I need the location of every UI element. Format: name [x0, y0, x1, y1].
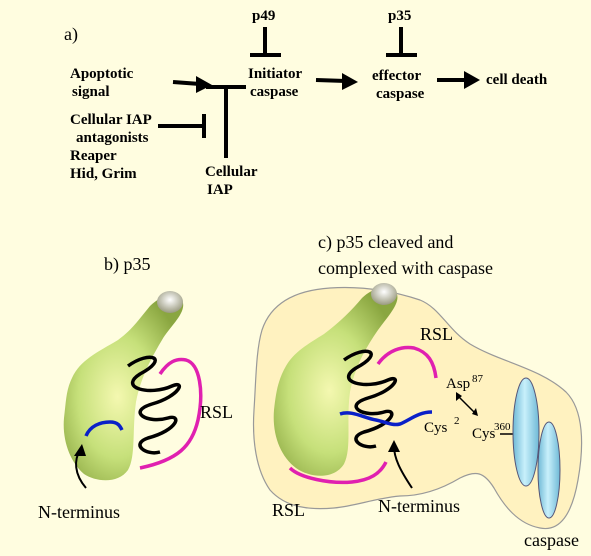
rsl-label-b: RSL: [200, 402, 233, 422]
svg-text:caspase: caspase: [376, 86, 425, 102]
caspase-ellipses: [512, 377, 561, 519]
inhibit-p35: [386, 27, 417, 57]
arrow-signal: [172, 76, 212, 93]
rsl-label-c-bottom: RSL: [272, 500, 305, 520]
rsl-label-c-top: RSL: [420, 324, 453, 344]
arrow-initiator: [315, 73, 358, 90]
coil-b: [126, 355, 181, 455]
n-terminus-label-c: N-terminus: [378, 496, 460, 516]
svg-text:2: 2: [454, 415, 460, 427]
p49-label: p49: [252, 8, 275, 24]
p35-protein-b: [63, 291, 184, 481]
p35-label: p35: [388, 8, 411, 24]
svg-text:complexed with caspase: complexed with caspase: [318, 258, 493, 278]
n-terminus-c: [339, 410, 433, 427]
asp87-label: Asp 87: [446, 373, 484, 392]
svg-text:Cellular IAP: Cellular IAP: [70, 112, 152, 128]
rsl-loop-c-top: [376, 345, 438, 379]
cellular-iap-label: Cellular IAP: [205, 164, 258, 198]
inhibit-p49: [250, 27, 281, 57]
rsl-loop-c-bottom: [288, 461, 388, 485]
effector-caspase-label: effector caspase: [372, 68, 425, 102]
panel-a-label: a): [64, 24, 78, 45]
asp-cys-double-arrow: [456, 392, 478, 416]
coil-c: [342, 349, 397, 449]
svg-text:Apoptotic: Apoptotic: [70, 66, 134, 82]
svg-text:antagonists: antagonists: [76, 130, 149, 146]
svg-text:effector: effector: [372, 68, 421, 84]
svg-text:Initiator: Initiator: [248, 66, 303, 82]
n-terminus-b: [84, 420, 124, 437]
panel-c-title: c) p35 cleaved and complexed with caspas…: [318, 232, 493, 278]
n-terminus-arrow-b: [74, 444, 87, 489]
svg-text:caspase: caspase: [250, 84, 299, 100]
cys360-label: Cys 360: [472, 421, 511, 442]
n-terminus-label-b: N-terminus: [38, 502, 120, 522]
n-terminus-arrow-c: [388, 440, 413, 489]
antagonists-label: Cellular IAP antagonists Reaper Hid, Gri…: [70, 112, 152, 182]
panel-b-title: b) p35: [104, 254, 151, 275]
apoptotic-signal-label: Apoptotic signal: [70, 66, 134, 100]
svg-text:IAP: IAP: [207, 182, 233, 198]
initiator-caspase-label: Initiator caspase: [248, 66, 303, 100]
svg-text:Cys: Cys: [424, 420, 448, 436]
p35-protein-c: [273, 283, 398, 476]
svg-text:360: 360: [494, 421, 511, 433]
cell-death-label: cell death: [486, 72, 548, 88]
svg-text:Reaper: Reaper: [70, 148, 117, 164]
inhibit-cellular-iap: [206, 85, 246, 158]
svg-text:signal: signal: [72, 84, 110, 100]
cys2-label: Cys 2: [424, 415, 460, 436]
svg-text:Hid, Grim: Hid, Grim: [70, 166, 137, 182]
svg-text:c) p35 cleaved and: c) p35 cleaved and: [318, 232, 453, 253]
svg-text:Asp: Asp: [446, 376, 470, 392]
arrow-effector: [437, 71, 480, 89]
inhibit-antagonists: [158, 114, 206, 138]
svg-text:Cys: Cys: [472, 426, 496, 442]
svg-text:87: 87: [472, 373, 484, 385]
rsl-loop-b: [139, 357, 203, 470]
caspase-label: caspase: [524, 530, 579, 550]
svg-text:Cellular: Cellular: [205, 164, 258, 180]
